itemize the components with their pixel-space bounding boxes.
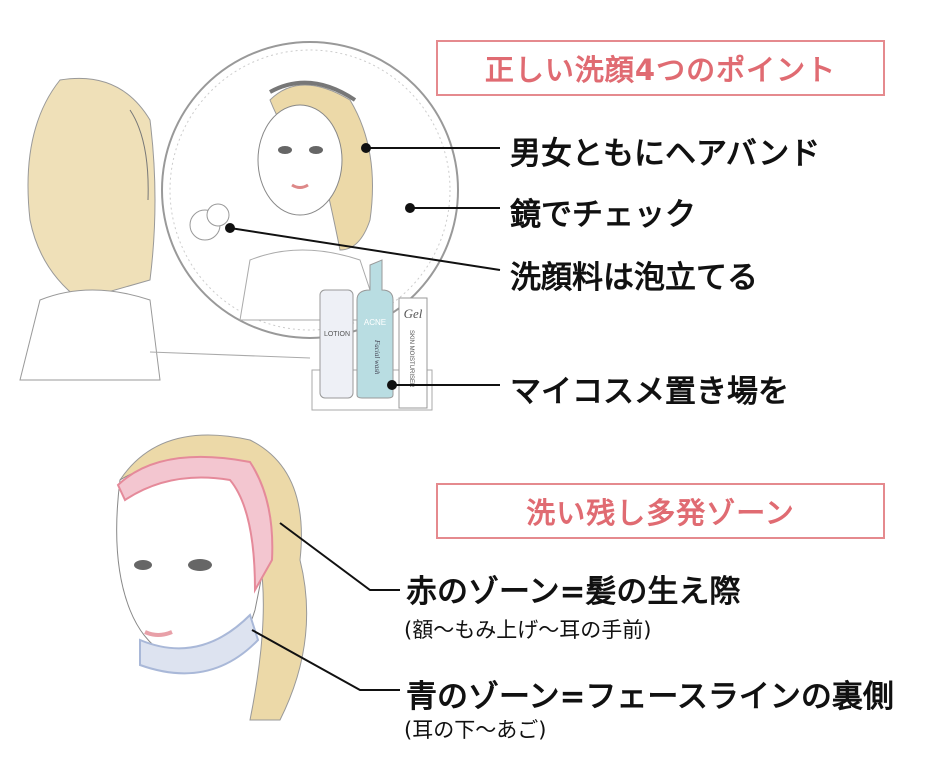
cosmetics-stand-illustration: LOTION ACNE Facial wash Gel SKIN MOISTUR… — [311, 259, 433, 411]
point-cosmetics-place: マイコスメ置き場を — [510, 374, 789, 410]
red-zone-detail: (額〜もみ上げ〜耳の手前) — [404, 618, 652, 642]
face-zones-illustration — [116, 434, 308, 721]
acne-label: ACNE — [364, 318, 386, 327]
moisturiser-label: SKIN MOISTURISER — [408, 330, 414, 388]
point-lather: 洗顔料は泡立てる — [510, 260, 758, 296]
gel-label: Gel — [404, 306, 423, 321]
blue-zone-label: 青のゾーン=フェースラインの裏側 — [406, 679, 894, 715]
lotion-label: LOTION — [324, 331, 350, 338]
mirror-illustration — [161, 41, 459, 339]
point-hairband: 男女ともにヘアバンド — [510, 136, 821, 172]
point-mirror: 鏡でチェック — [510, 197, 696, 233]
section1-title: 正しい洗顔4つのポイント — [436, 40, 885, 96]
leader-lines-top — [225, 143, 501, 390]
blue-zone-detail: (耳の下〜あご) — [404, 718, 547, 742]
leader-lines-bottom — [251, 522, 400, 691]
woman-back-illustration — [19, 77, 311, 381]
red-zone-label: 赤のゾーン=髪の生え際 — [406, 574, 741, 610]
facial-wash-label: Facial wash — [373, 339, 381, 375]
section2-title: 洗い残し多発ゾーン — [436, 483, 885, 539]
